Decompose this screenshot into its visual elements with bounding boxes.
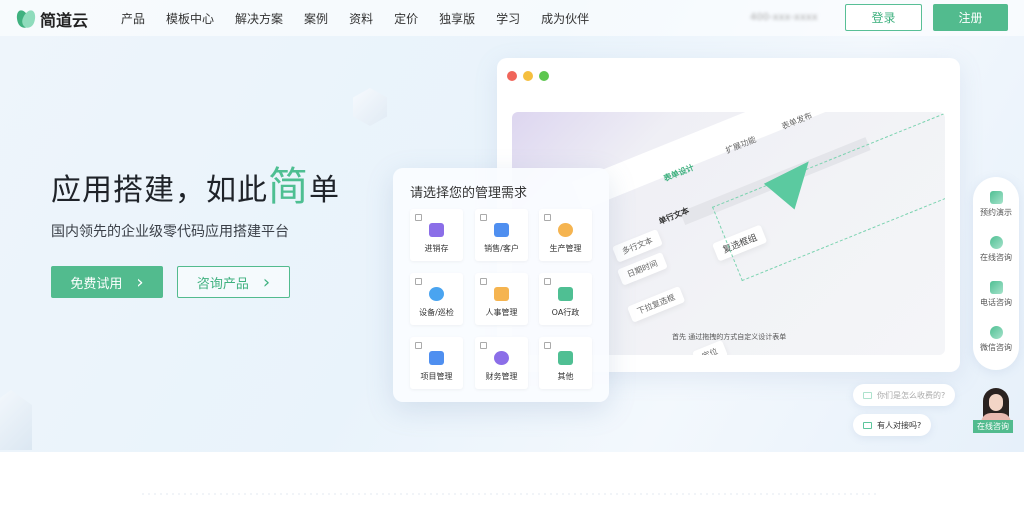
field-dropdown-checkbox: 下拉复选框 [627,286,686,323]
option-finance[interactable]: 财务管理 [475,337,528,389]
window-maximize-dot [539,71,549,81]
magnifier-icon [429,287,444,301]
chevron-right-icon: › [136,271,144,293]
nav-item-private[interactable]: 独享版 [439,12,476,26]
side-online-chat[interactable]: 在线咨询 [973,236,1019,263]
checkbox[interactable] [544,342,551,349]
free-trial-label: 免费试用 [70,276,123,292]
option-sales[interactable]: 销售/客户 [475,209,528,261]
cart-icon [429,223,444,237]
chevron-right-icon: › [262,271,271,293]
quick-question-pricing[interactable]: 你们是怎么收费的? [853,384,956,406]
question-text: 你们是怎么收费的? [877,390,946,400]
top-nav: 简道云 产品 模板中心 解决方案 案例 资料 定价 独享版 学习 成为伙伴 40… [0,0,1024,36]
checkbox[interactable] [415,278,422,285]
nav-item-partner[interactable]: 成为伙伴 [541,12,590,26]
option-label: 财务管理 [485,372,518,381]
option-hr[interactable]: 人事管理 [475,273,528,325]
nav-item-resources[interactable]: 资料 [349,12,374,26]
needs-selector-panel: 请选择您的管理需求 进销存 销售/客户 生产管理 设备/巡检 人事管理 OA行政… [393,168,609,402]
nav-item-templates[interactable]: 模板中心 [166,12,215,26]
consult-label: 咨询产品 [196,276,249,292]
quick-question-contact[interactable]: 有人对接吗? [853,414,932,436]
coin-icon [494,351,509,365]
logo-text: 简道云 [40,11,89,30]
nav-item-product[interactable]: 产品 [121,12,146,26]
id-card-icon [494,287,509,301]
grid-icon [558,351,573,365]
wechat-icon [989,326,1003,339]
main-menu: 产品 模板中心 解决方案 案例 资料 定价 独享版 学习 成为伙伴 [121,10,610,27]
option-label: 人事管理 [485,308,518,317]
message-icon [863,421,872,429]
decorative-dots [140,492,880,496]
online-consult-label[interactable]: 在线咨询 [973,420,1013,433]
question-text: 有人对接吗? [877,420,922,430]
option-project[interactable]: 项目管理 [410,337,463,389]
register-button[interactable]: 注册 [933,4,1008,31]
title-prefix: 应用搭建，如此 [51,173,268,208]
option-other[interactable]: 其他 [539,337,592,389]
logo-icon [14,8,38,30]
window-close-dot [507,71,517,81]
phone-number: 400-xxx-xxxx [750,12,818,23]
checkbox[interactable] [544,278,551,285]
message-icon [863,391,872,399]
factory-icon [558,223,573,237]
checkbox[interactable] [415,214,422,221]
panel-title: 请选择您的管理需求 [410,186,528,201]
window-minimize-dot [523,71,533,81]
option-label: 项目管理 [420,372,453,381]
option-label: 生产管理 [549,244,582,253]
checkbox[interactable] [544,214,551,221]
field-location: 定位 [692,340,729,355]
title-highlight: 简 [268,164,309,210]
agent-avatar[interactable] [977,386,1015,422]
side-label: 微信咨询 [980,343,1012,352]
side-label: 在线咨询 [980,253,1012,262]
option-label: OA行政 [551,308,580,317]
free-trial-button[interactable]: 免费试用 › [51,266,163,298]
login-button[interactable]: 登录 [845,4,922,31]
option-label: 其他 [557,372,574,381]
option-oa[interactable]: OA行政 [539,273,592,325]
checkbox[interactable] [480,278,487,285]
option-equipment[interactable]: 设备/巡检 [410,273,463,325]
option-label: 销售/客户 [484,244,519,253]
hero-subtitle: 国内领先的企业级零代码应用搭建平台 [51,224,289,240]
checkbox[interactable] [480,214,487,221]
option-label: 进销存 [424,244,449,253]
side-label: 预约演示 [980,208,1012,217]
option-inventory[interactable]: 进销存 [410,209,463,261]
edit-icon [989,191,1003,204]
side-phone[interactable]: 电话咨询 [973,281,1019,308]
side-label: 电话咨询 [980,298,1012,307]
side-wechat[interactable]: 微信咨询 [973,326,1019,353]
folder-icon [429,351,444,365]
nav-item-pricing[interactable]: 定价 [394,12,419,26]
option-production[interactable]: 生产管理 [539,209,592,261]
checkbox[interactable] [480,342,487,349]
hero-title: 应用搭建，如此简单 [51,154,340,212]
chart-icon [494,223,509,237]
floating-side-toolbar: 预约演示 在线咨询 电话咨询 微信咨询 [973,177,1019,370]
checkbox[interactable] [415,342,422,349]
logo[interactable]: 简道云 [14,7,89,31]
chat-icon [989,236,1003,249]
oa-icon [558,287,573,301]
phone-icon [989,281,1003,294]
nav-item-solutions[interactable]: 解决方案 [235,12,284,26]
consult-button[interactable]: 咨询产品 › [177,266,290,298]
side-book-demo[interactable]: 预约演示 [973,191,1019,218]
hint-text: 首先 通过拖拽的方式自定义设计表单 [672,333,787,341]
title-suffix: 单 [309,173,340,208]
option-label: 设备/巡检 [419,308,454,317]
nav-item-learn[interactable]: 学习 [496,12,521,26]
nav-item-cases[interactable]: 案例 [304,12,329,26]
